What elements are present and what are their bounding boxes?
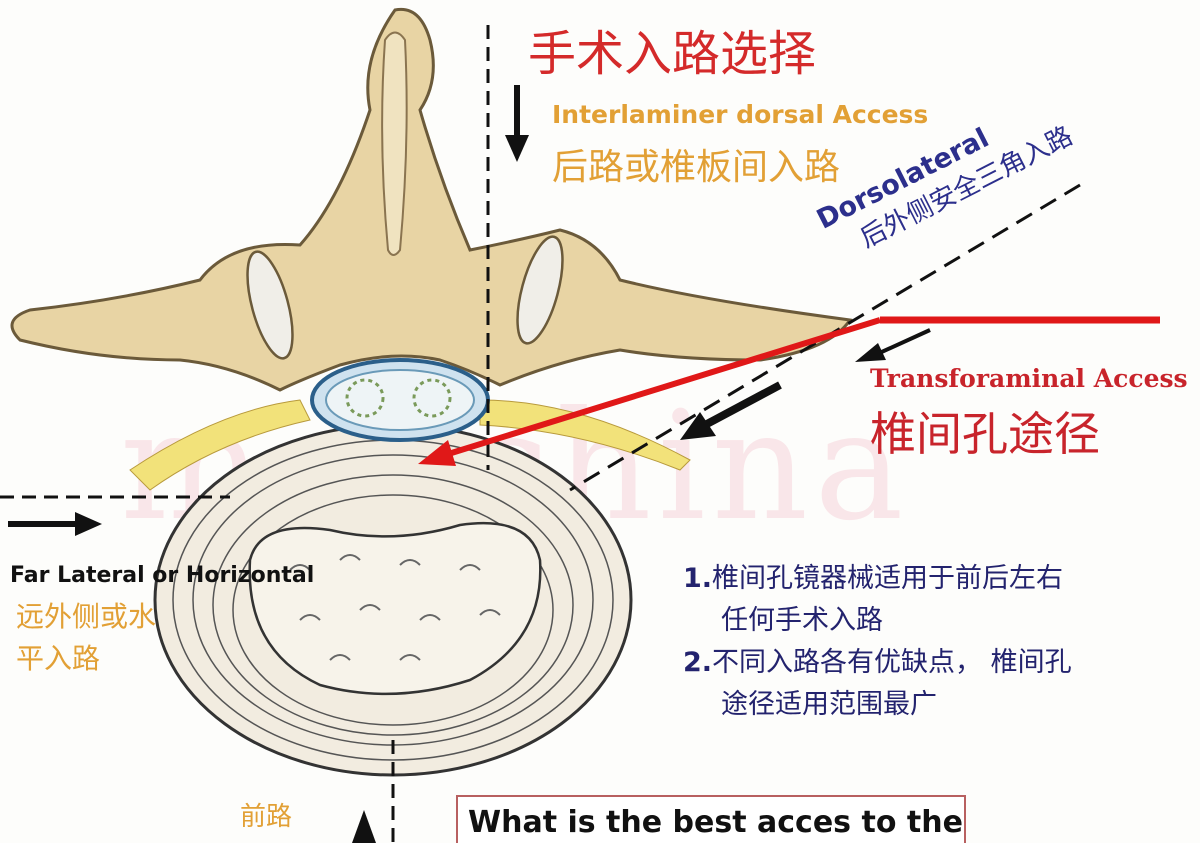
anterior-label: 前路 [240,802,293,832]
notes-list: 1.椎间孔镜器械适用于前后左右 任何手术入路 2.不同入路各有优缺点， 椎间孔 … [683,558,1072,726]
intervertebral-disc [153,423,633,777]
vertebral-arch [10,7,853,392]
transforaminal-arrow-icon [680,381,782,440]
far-lateral-label-cn: 远外侧或水平入路 [16,600,157,675]
note-2-cont: 途径适用范围最广 [721,689,937,720]
far-lateral-arrow-icon [8,512,102,536]
note-1-cont: 任何手术入路 [721,605,883,636]
anterior-arrow-icon [352,810,376,843]
far-lateral-label-en: Far Lateral or Horizontal [10,563,315,588]
question-box: What is the best acces to the [456,795,966,843]
interlaminar-arrow-icon [505,85,529,162]
spinal-cord [310,358,490,442]
transforaminal-red-arrow-icon [418,316,1160,466]
transforaminal-label-cn: 椎间孔途径 [870,407,1100,461]
dorsolateral-arrow-icon [855,328,931,362]
page-title: 手术入路选择 [528,26,817,82]
transforaminal-label-en: Transforaminal Access [870,364,1188,393]
note-2: 2.不同入路各有优缺点， 椎间孔 [683,647,1072,678]
note-1: 1.椎间孔镜器械适用于前后左右 [683,563,1064,594]
interlaminar-label-cn: 后路或椎板间入路 [552,147,841,188]
interlaminar-label-en: Interlaminer dorsal Access [552,100,929,129]
